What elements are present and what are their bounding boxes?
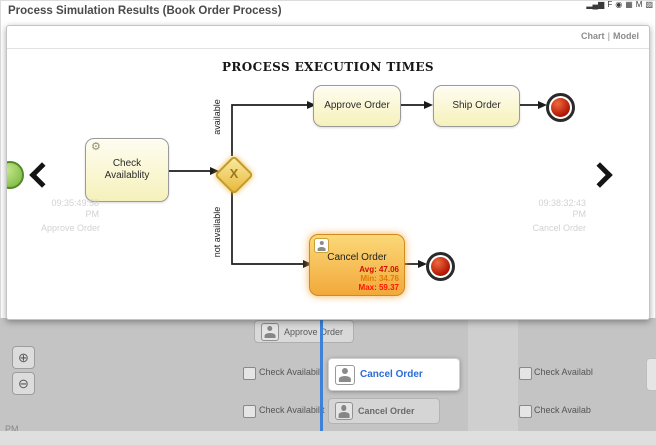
- task-label-line: Check: [112, 158, 142, 169]
- gear-icon: ⚙: [91, 141, 101, 153]
- end-event-ship[interactable]: [546, 93, 575, 122]
- timestamp-fragment: PM: [5, 424, 19, 434]
- timeline-item-label: Cancel Order: [360, 369, 423, 380]
- task-approve-order[interactable]: Approve Order: [313, 85, 401, 127]
- view-switcher-separator: |: [607, 31, 610, 41]
- view-switcher: Chart|Model: [581, 31, 639, 41]
- ghost-right-task: Cancel Order: [532, 223, 586, 233]
- task-label: Cancel Order: [327, 252, 387, 263]
- timeline-item-partial[interactable]: [646, 358, 656, 391]
- gateway-x-icon: X: [229, 166, 239, 181]
- timeline-item-cancel-order-selected[interactable]: Cancel Order: [328, 358, 460, 391]
- task-check-availability[interactable]: ⚙ Check Availablity: [85, 138, 169, 202]
- timeline-item-label: Approve Order: [284, 326, 344, 337]
- ghost-left-task: Approve Order: [41, 223, 101, 233]
- chart-view-link[interactable]: Chart: [580, 31, 605, 41]
- diagram-title: PROCESS EXECUTION TIMES: [222, 60, 434, 74]
- sequence-flows: [167, 101, 547, 268]
- timeline-row-label: Check Availabl: [534, 367, 593, 377]
- stat-avg: Avg: 47.06: [359, 265, 399, 274]
- checkbox[interactable]: [243, 405, 256, 418]
- checkbox[interactable]: [243, 367, 256, 380]
- user-task-icon: [314, 238, 329, 253]
- timeline-row-label: Check Availabil: [259, 367, 320, 377]
- user-icon: [335, 364, 355, 385]
- timeline-row-label: Check Availab: [534, 405, 591, 415]
- timeline-item-cancel-order[interactable]: Cancel Order: [328, 398, 440, 424]
- timeline-column-highlight: [468, 318, 518, 445]
- simulation-results-panel: Chart|Model PROCESS EXECUTION TIMES ⚙ Ch…: [6, 25, 650, 320]
- task-label: Approve Order: [324, 100, 390, 111]
- task-ship-order[interactable]: Ship Order: [433, 85, 520, 127]
- task-cancel-order[interactable]: Cancel Order Avg: 47.06 Min: 34.76 Max: …: [309, 234, 405, 296]
- user-icon: [261, 322, 279, 341]
- task-label-line: Availablity: [104, 170, 150, 181]
- ghost-right-timestamp: 09:38:32:43 PM: [538, 198, 586, 219]
- bottom-strip: [0, 431, 656, 445]
- timeline-item-label: Cancel Order: [358, 406, 415, 416]
- panel-divider: [7, 48, 649, 49]
- branch-label-not-available: not available: [212, 206, 222, 258]
- stat-min: Min: 34.76: [360, 274, 399, 283]
- timeline-cursor[interactable]: [320, 318, 323, 431]
- flash-icon[interactable]: F: [607, 0, 613, 9]
- zoom-in-button[interactable]: ⊕: [12, 346, 35, 369]
- pattern-icon[interactable]: ▨: [645, 0, 653, 9]
- header-toolbar: ▂▄▆ F ◉ ▦ M ▨: [586, 0, 653, 10]
- user-icon: [335, 402, 353, 420]
- timeline-item-approve-order[interactable]: Approve Order: [254, 320, 354, 343]
- branch-label-available: available: [212, 99, 222, 135]
- record-icon[interactable]: ◉: [615, 0, 623, 9]
- zoom-out-button[interactable]: ⊖: [12, 372, 35, 395]
- flow-gateway-to-cancel: [231, 190, 312, 268]
- checkbox[interactable]: [519, 367, 532, 380]
- letter-m-icon[interactable]: M: [635, 0, 643, 9]
- stat-max: Max: 59.37: [358, 283, 399, 292]
- timeline-section: Approve Order ⊕ ⊖ Check Availabil Check …: [0, 318, 656, 445]
- bar-chart-icon[interactable]: ▂▄▆: [586, 0, 605, 9]
- model-view-link[interactable]: Model: [613, 31, 639, 41]
- timeline-row-label: Check Availabilit: [259, 405, 325, 415]
- task-stats: Avg: 47.06 Min: 34.76 Max: 59.37: [359, 265, 399, 292]
- end-event-cancel[interactable]: [426, 252, 455, 281]
- task-label: Ship Order: [452, 100, 501, 111]
- ghost-left-timestamp: 09:35:49:58 PM: [51, 198, 99, 219]
- grid-icon[interactable]: ▦: [625, 0, 633, 9]
- flow-gateway-to-approve: [231, 101, 316, 156]
- checkbox[interactable]: [519, 405, 532, 418]
- page-title: Process Simulation Results (Book Order P…: [8, 5, 282, 17]
